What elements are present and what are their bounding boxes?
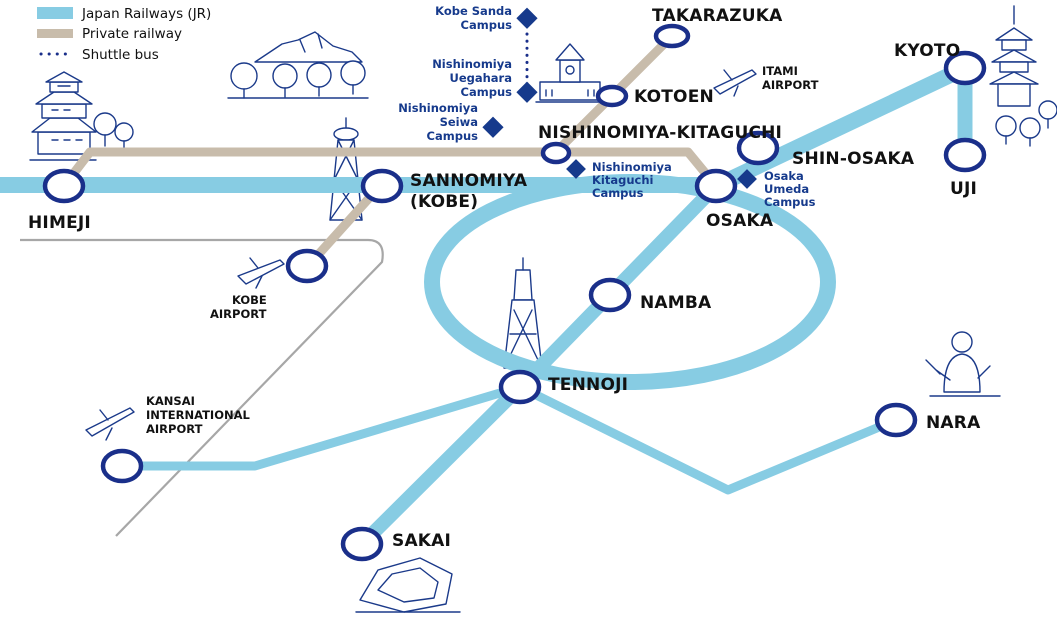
private-railway-lines	[59, 31, 721, 271]
station-takarazuka-marker[interactable]	[653, 23, 691, 49]
label-campus-seiwa-3: Campus	[427, 129, 479, 143]
label-campus-seiwa-2: Seiwa	[440, 115, 478, 129]
label-sannomiya: SANNOMIYA	[410, 171, 528, 191]
tree-icon	[93, 112, 134, 149]
legend-private-swatch	[37, 29, 73, 38]
label-campus-uegahara-3: Campus	[461, 85, 513, 99]
label-shin-osaka: SHIN-OSAKA	[792, 149, 915, 169]
jr-lines	[0, 60, 973, 551]
label-uji: UJI	[950, 179, 977, 199]
label-itami-1: ITAMI	[762, 64, 798, 78]
legend-jr-swatch	[37, 7, 73, 19]
plane-icon	[85, 407, 135, 441]
campus-building-icon	[535, 43, 605, 103]
plane-icon	[237, 257, 285, 289]
tree-icon	[227, 60, 369, 99]
legend-jr-label: Japan Railways (JR)	[81, 6, 211, 22]
label-campus-kobe-sanda-2: Campus	[461, 18, 513, 32]
station-kansai-airport-marker[interactable]	[100, 448, 144, 484]
station-tennoji-marker[interactable]	[498, 369, 542, 405]
station-shin-osaka-marker[interactable]	[736, 130, 780, 166]
campus-kobe-sanda-marker[interactable]	[516, 7, 538, 29]
castle-icon	[29, 71, 97, 161]
label-campus-kitaguchi-1: Nishinomiya	[592, 160, 672, 174]
station-nishinomiya-kitaguchi-marker[interactable]	[540, 141, 572, 165]
label-campus-kobe-sanda-1: Kobe Sanda	[435, 4, 512, 18]
label-sakai: SAKAI	[392, 531, 451, 551]
campus-seiwa-marker[interactable]	[482, 116, 504, 138]
pagoda-icon	[989, 5, 1039, 107]
label-namba: NAMBA	[640, 293, 712, 313]
label-kansai-1: KANSAI	[146, 394, 195, 408]
campus-kitaguchi-marker[interactable]	[566, 159, 586, 179]
buddha-icon	[925, 331, 1001, 397]
label-campus-umeda-2: Umeda	[764, 182, 809, 196]
kofun-icon	[355, 557, 461, 613]
legend-shuttle-label: Shuttle bus	[82, 47, 159, 63]
label-himeji: HIMEJI	[28, 213, 91, 233]
station-osaka-marker[interactable]	[694, 168, 738, 204]
tree-icon	[995, 100, 1057, 147]
tower-icon	[503, 257, 543, 369]
plane-icon	[713, 69, 757, 97]
station-sannomiya-marker[interactable]	[360, 168, 404, 204]
label-campus-umeda-1: Osaka	[764, 169, 804, 183]
label-tennoji: TENNOJI	[548, 375, 628, 395]
station-kyoto-marker[interactable]	[943, 50, 987, 86]
label-takarazuka: TAKARAZUKA	[652, 6, 783, 26]
station-sakai-marker[interactable]	[340, 526, 384, 562]
label-campus-umeda-3: Campus	[764, 195, 816, 209]
mountain-icon	[254, 31, 363, 63]
label-campus-uegahara-1: Nishinomiya	[432, 57, 512, 71]
station-kotoen-marker[interactable]	[595, 84, 629, 108]
label-campus-uegahara-2: Uegahara	[449, 71, 512, 85]
legend-private-label: Private railway	[82, 26, 182, 42]
station-kobe-airport-marker[interactable]	[285, 248, 329, 284]
label-kotoen: KOTOEN	[634, 87, 714, 107]
station-himeji-marker[interactable]	[42, 168, 86, 204]
label-kobe-airport-1: KOBE	[232, 293, 267, 307]
station-uji-marker[interactable]	[943, 137, 987, 173]
label-itami-2: AIRPORT	[762, 78, 819, 92]
label-campus-kitaguchi-3: Campus	[592, 186, 644, 200]
label-sannomiya-kobe: (KOBE)	[410, 192, 478, 212]
label-nishinomiya-kitaguchi: NISHINOMIYA-KITAGUCHI	[538, 123, 782, 143]
label-nara: NARA	[926, 413, 981, 433]
station-namba-marker[interactable]	[588, 277, 632, 313]
label-kobe-airport-2: AIRPORT	[210, 307, 267, 321]
station-markers	[42, 23, 987, 562]
legend: Japan Railways (JR) Private railway Shut…	[37, 6, 211, 63]
grey-line	[20, 238, 384, 537]
station-nara-marker[interactable]	[874, 402, 918, 438]
label-campus-kitaguchi-2: Kitaguchi	[592, 173, 653, 187]
label-campus-seiwa-1: Nishinomiya	[398, 101, 478, 115]
campus-uegahara-marker[interactable]	[516, 81, 538, 103]
label-kyoto: KYOTO	[894, 41, 960, 61]
label-osaka: OSAKA	[706, 211, 774, 231]
label-kansai-2: INTERNATIONAL	[146, 408, 251, 422]
label-kansai-3: AIRPORT	[146, 422, 203, 436]
